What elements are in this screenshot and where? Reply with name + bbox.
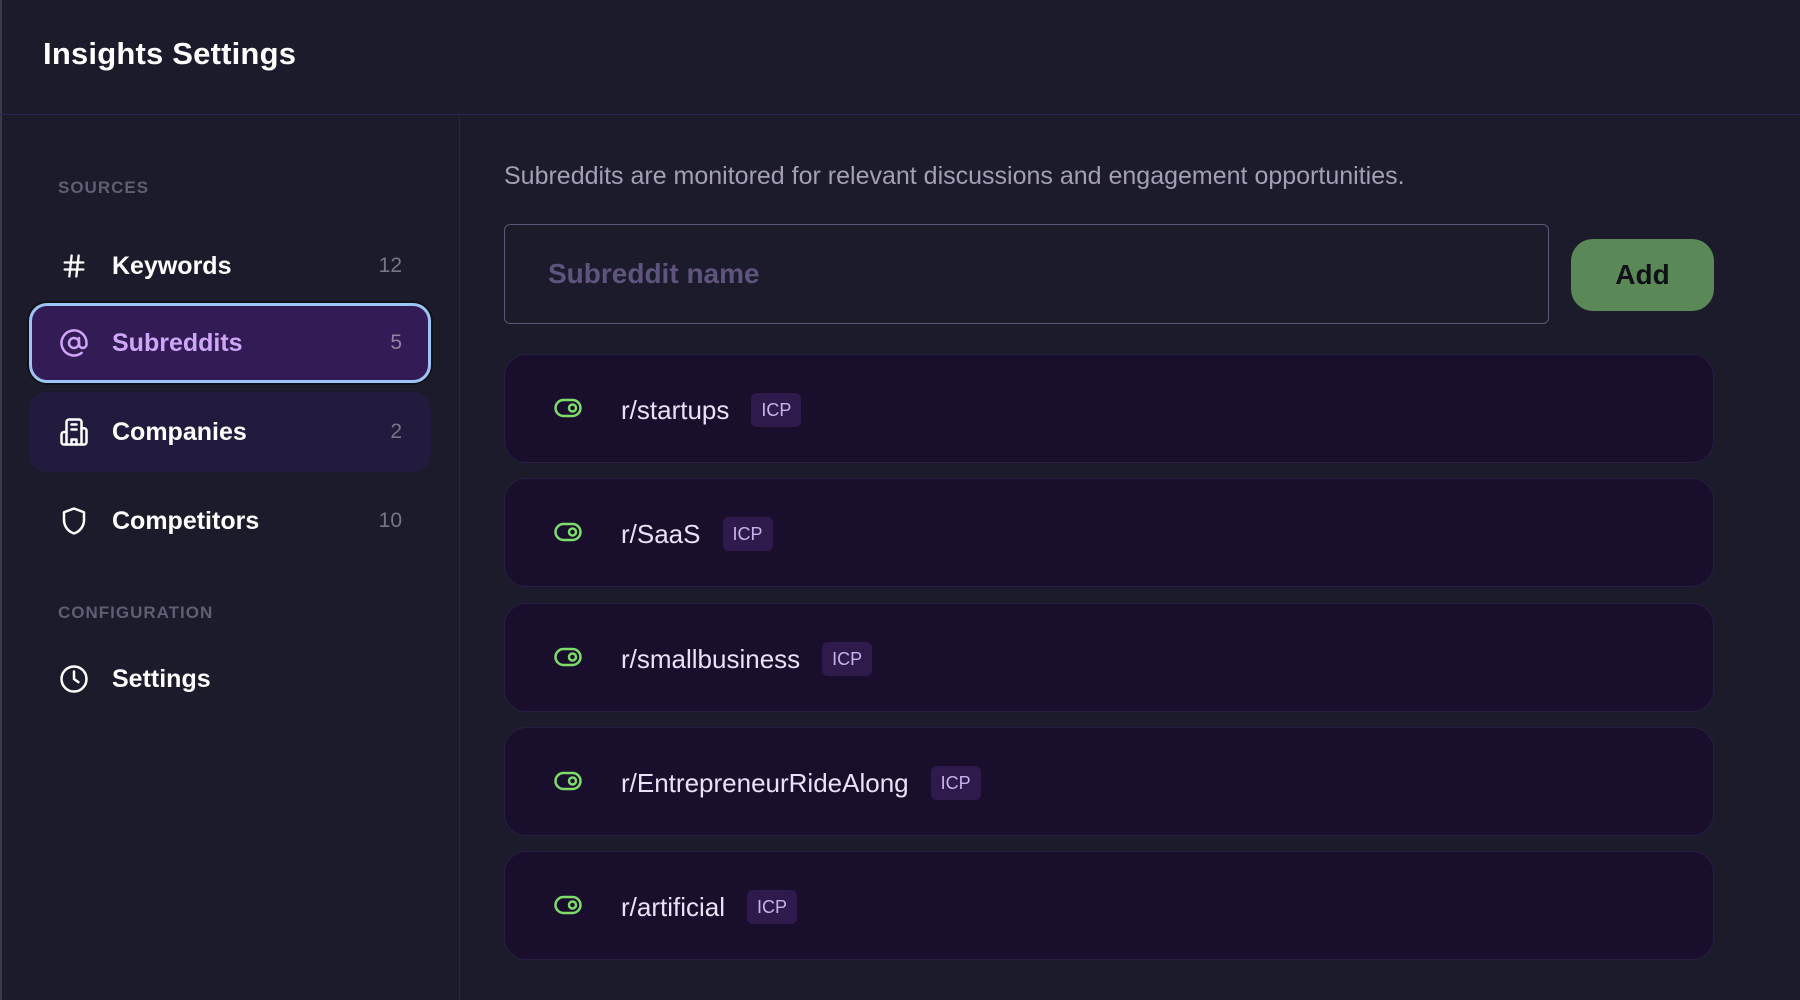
subreddit-card: r/EntrepreneurRideAlong ICP bbox=[504, 727, 1714, 836]
toggle-on-icon[interactable] bbox=[554, 646, 582, 668]
icp-badge: ICP bbox=[751, 393, 802, 427]
toggle-on-icon[interactable] bbox=[554, 397, 582, 419]
toggle-on-icon[interactable] bbox=[554, 894, 582, 916]
subreddit-name: r/startups ICP bbox=[621, 393, 802, 427]
subreddit-name: r/SaaS ICP bbox=[621, 517, 773, 551]
clock-icon bbox=[59, 664, 89, 694]
sidebar-item-label: Companies bbox=[112, 417, 247, 446]
sidebar-item-label: Keywords bbox=[112, 251, 232, 280]
section-label-sources: SOURCES bbox=[58, 178, 150, 197]
sidebar-item-count: 5 bbox=[390, 331, 402, 354]
shield-icon bbox=[59, 506, 89, 536]
toggle-on-icon[interactable] bbox=[554, 521, 582, 543]
subreddit-name-input[interactable] bbox=[504, 224, 1549, 324]
subreddit-name: r/artificial ICP bbox=[621, 890, 798, 924]
icp-badge: ICP bbox=[747, 890, 798, 924]
subreddit-label: r/EntrepreneurRideAlong bbox=[621, 767, 909, 798]
sidebar-item-subreddits[interactable]: Subreddits 5 bbox=[29, 303, 431, 383]
page-title: Insights Settings bbox=[43, 36, 297, 71]
page-description: Subreddits are monitored for relevant di… bbox=[504, 162, 1405, 190]
icp-badge: ICP bbox=[722, 517, 773, 551]
main-content: Subreddits are monitored for relevant di… bbox=[461, 116, 1800, 1000]
subreddit-label: r/SaaS bbox=[621, 518, 701, 549]
subreddit-card: r/smallbusiness ICP bbox=[504, 603, 1714, 712]
add-button[interactable]: Add bbox=[1571, 239, 1714, 311]
subreddit-label: r/startups bbox=[621, 394, 730, 425]
sidebar-item-label: Settings bbox=[112, 664, 211, 693]
sidebar: SOURCES Keywords 12 Subreddits 5 Compani… bbox=[0, 116, 460, 1000]
toggle-on-icon[interactable] bbox=[554, 770, 582, 792]
window-edge bbox=[0, 0, 2, 1000]
sidebar-item-count: 10 bbox=[378, 509, 402, 532]
sidebar-item-competitors[interactable]: Competitors 10 bbox=[29, 481, 431, 561]
subreddit-label: r/smallbusiness bbox=[621, 643, 801, 674]
section-label-configuration: CONFIGURATION bbox=[58, 603, 214, 622]
page-header: Insights Settings bbox=[0, 0, 1800, 115]
subreddit-label: r/artificial bbox=[621, 891, 726, 922]
sidebar-item-label: Competitors bbox=[112, 506, 260, 535]
subreddit-card: r/SaaS ICP bbox=[504, 478, 1714, 587]
sidebar-item-count: 12 bbox=[378, 254, 402, 277]
icp-badge: ICP bbox=[930, 766, 981, 800]
sidebar-item-label: Subreddits bbox=[112, 328, 243, 357]
icp-badge: ICP bbox=[822, 642, 873, 676]
sidebar-item-companies[interactable]: Companies 2 bbox=[29, 392, 431, 472]
hash-icon bbox=[59, 251, 89, 281]
subreddit-name: r/EntrepreneurRideAlong ICP bbox=[621, 766, 981, 800]
subreddit-card: r/artificial ICP bbox=[504, 851, 1714, 960]
subreddit-name: r/smallbusiness ICP bbox=[621, 642, 873, 676]
building-icon bbox=[59, 417, 89, 447]
subreddit-card: r/startups ICP bbox=[504, 354, 1714, 463]
sidebar-item-count: 2 bbox=[390, 420, 402, 443]
at-sign-icon bbox=[59, 328, 89, 358]
sidebar-item-keywords[interactable]: Keywords 12 bbox=[29, 226, 431, 306]
sidebar-item-settings[interactable]: Settings bbox=[29, 639, 431, 719]
